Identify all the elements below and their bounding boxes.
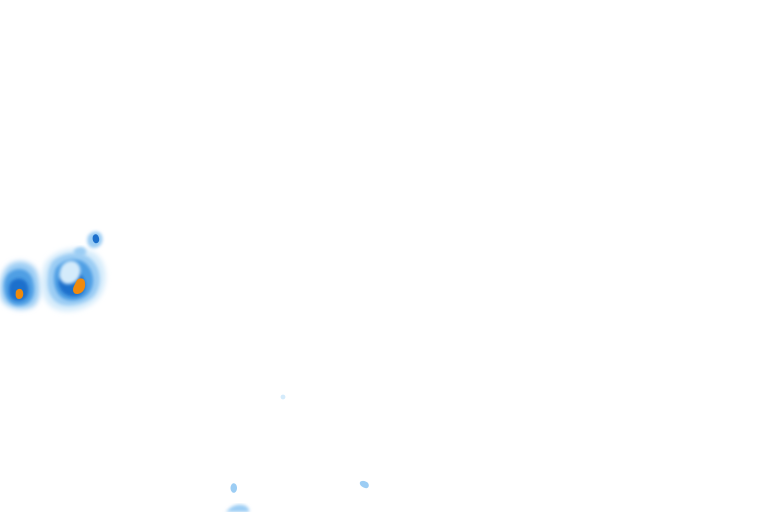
speck-south-1	[280, 394, 286, 400]
speck-south-4	[226, 504, 250, 512]
cell-central	[41, 248, 106, 312]
cell-north-small	[73, 231, 103, 257]
cell-west	[0, 261, 41, 310]
speck-south-2	[230, 483, 237, 493]
speck-south-3	[359, 480, 369, 489]
